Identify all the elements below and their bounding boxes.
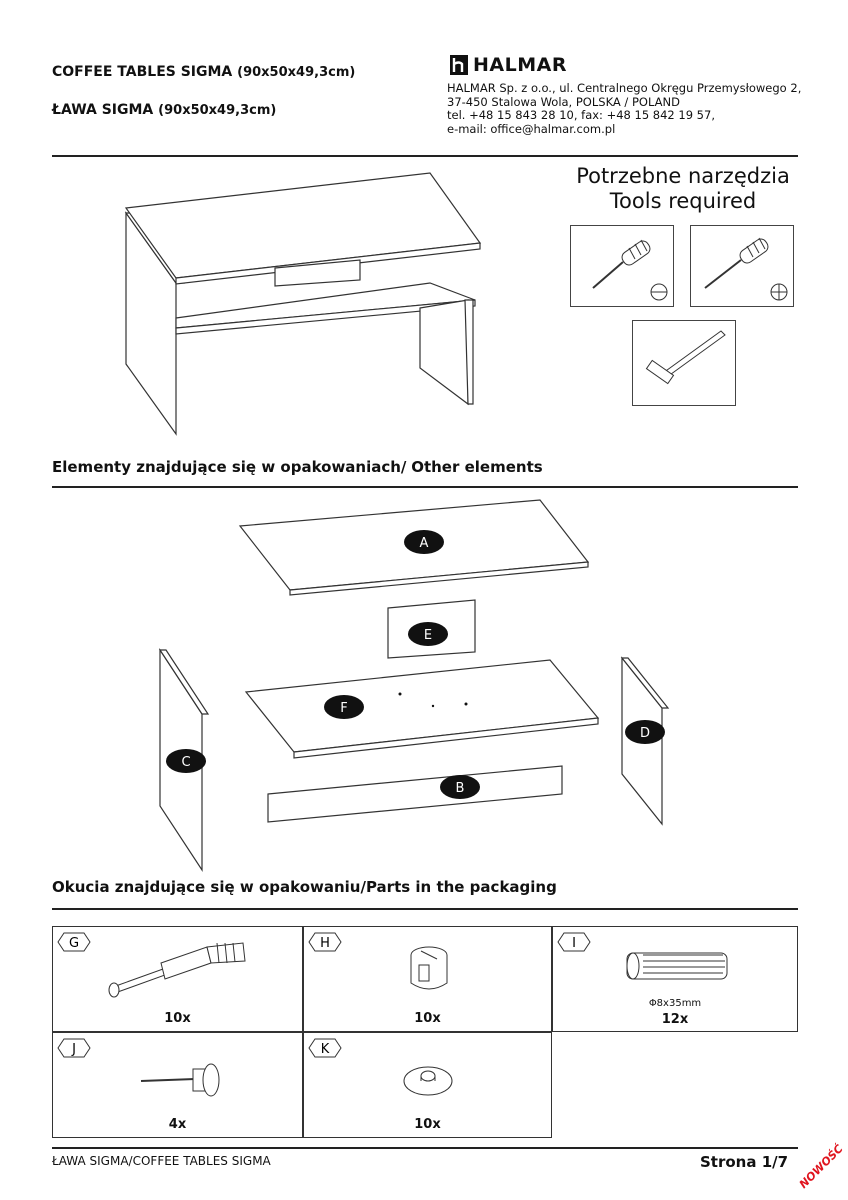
label-a-marker [404,530,444,554]
wooden-dowel-icon [626,952,728,980]
exploded-parts-diagram: A E F D C B [158,499,670,873]
flathead-screwdriver-icon [592,239,668,301]
label-f: F [340,701,347,716]
part-cell-j: J 4x [52,1032,303,1138]
footer-divider [52,1147,798,1149]
title-en: COFFEE TABLES SIGMA (90x50x49,3cm) [52,64,356,80]
parts-section-title: Okucia znajdujące się w opakowaniu/Parts… [52,878,557,896]
brand-logo: HALMAR [450,54,567,76]
label-d-marker [625,720,665,744]
part-qty: 10x [164,1011,191,1026]
part-tag: I [557,932,591,952]
part-tag: J [57,1038,91,1058]
tool-flathead-screwdriver [570,225,674,307]
label-e: E [424,628,432,643]
page-number: Strona 1/7 [700,1153,789,1171]
nail-glide-icon [140,1063,220,1097]
svg-text:I: I [572,936,576,951]
cam-lock-icon [410,946,448,990]
elements-section-title: Elementy znajdujące się w opakowaniach/ … [52,458,543,476]
part-tag: K [308,1038,342,1058]
header-divider [52,155,798,157]
part-cell-h: H 10x [303,926,552,1032]
part-qty: 12x [661,1012,689,1027]
tool-phillips-screwdriver [690,225,794,307]
part-cell-i: I Φ8x35mm 12x [552,926,798,1032]
hammer-icon [645,330,726,385]
label-b: B [456,781,465,796]
company-address: HALMAR Sp. z o.o., ul. Centralnego Okręg… [447,81,802,136]
label-b-marker [440,775,480,799]
cam-bolt-icon [108,942,246,998]
parts-divider [52,908,798,910]
part-qty: 4x [168,1117,187,1132]
svg-text:G: G [69,936,79,951]
svg-text:H: H [320,936,330,951]
label-d: D [640,726,650,741]
tools-title: Potrzebne narzędzia Tools required [576,164,790,213]
part-tag: H [308,932,342,952]
elements-divider [52,486,798,488]
part-qty: 10x [414,1011,441,1026]
assembled-table-illustration [124,172,482,436]
tool-hammer [632,320,736,406]
label-e-marker [408,622,448,646]
label-f-marker [324,695,364,719]
cover-cap-icon [403,1066,453,1096]
part-spec: Φ8x35mm [648,998,702,1009]
svg-text:J: J [71,1042,76,1057]
part-cell-g: G 10x [52,926,303,1032]
phillips-screwdriver-icon [704,237,788,301]
new-stamp: NOWOŚĆ [796,1142,846,1191]
part-qty: 10x [414,1117,441,1132]
label-a: A [420,536,429,551]
title-pl: ŁAWA SIGMA (90x50x49,3cm) [52,102,277,118]
svg-text:K: K [321,1042,330,1057]
halmar-logo-icon [450,55,468,75]
parts-grid: G 10x H 10x [52,926,798,1138]
label-c-marker [166,749,206,773]
label-c: C [181,755,190,770]
part-cell-k: K 10x [303,1032,552,1138]
footer-product-name: ŁAWA SIGMA/COFFEE TABLES SIGMA [52,1154,271,1168]
part-tag: G [57,932,91,952]
